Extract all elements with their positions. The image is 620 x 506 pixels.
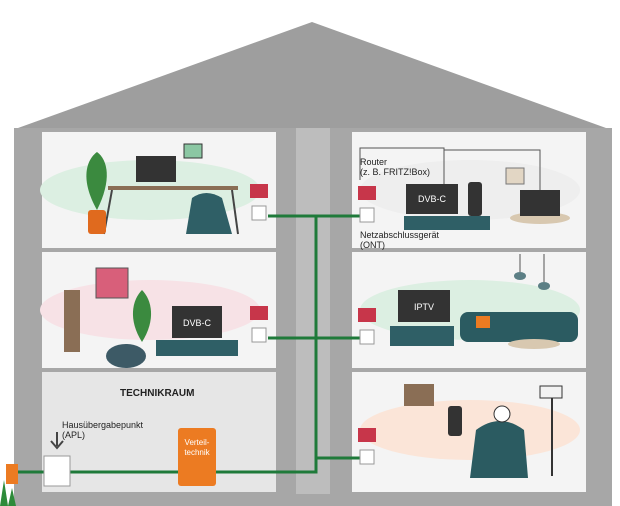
verteiltechnik-line2: technik xyxy=(184,448,210,457)
ont-label-line1: Netzabschlussgerät xyxy=(360,230,440,240)
office-furniture xyxy=(86,143,239,235)
living-right-furniture xyxy=(390,254,578,349)
tv-label-top-right: DVB-C xyxy=(417,194,446,204)
bedroom-furniture xyxy=(359,147,570,230)
tv-label-mid-right: IPTV xyxy=(413,302,434,312)
grass-icon xyxy=(0,480,16,506)
router-label-line2: (z. B. FRITZ!Box) xyxy=(360,167,431,177)
ont-label: Netzabschlussgerät (ONT) xyxy=(360,230,439,250)
tv-label-mid-left: DVB-C xyxy=(182,318,211,328)
technikraum-title: TECHNIKRAUM xyxy=(120,388,195,399)
apl-box-icon xyxy=(43,455,71,487)
house-entry-icon xyxy=(6,464,18,484)
router-label: Router (z. B. FRITZ!Box) xyxy=(360,157,430,177)
apl-label-line1: Hausübergabepunkt xyxy=(62,420,144,430)
wall-splash xyxy=(360,400,580,460)
socket-group xyxy=(250,184,376,465)
router-label-line1: Router xyxy=(360,157,388,167)
roof xyxy=(18,22,606,128)
ont-label-line2: (ONT) xyxy=(360,240,385,250)
verteiltechnik-box: Verteil- technik xyxy=(178,428,216,486)
apl-label-line2: (APL) xyxy=(62,430,86,440)
fiber-cable xyxy=(12,214,360,474)
verteiltechnik-line1: Verteil- xyxy=(184,438,210,447)
stairwell xyxy=(296,128,330,494)
living-left-furniture xyxy=(64,267,238,368)
apl-label: Hausübergabepunkt (APL) xyxy=(62,420,143,440)
arrow-down-icon xyxy=(50,432,64,450)
reading-room-furniture xyxy=(404,384,563,478)
